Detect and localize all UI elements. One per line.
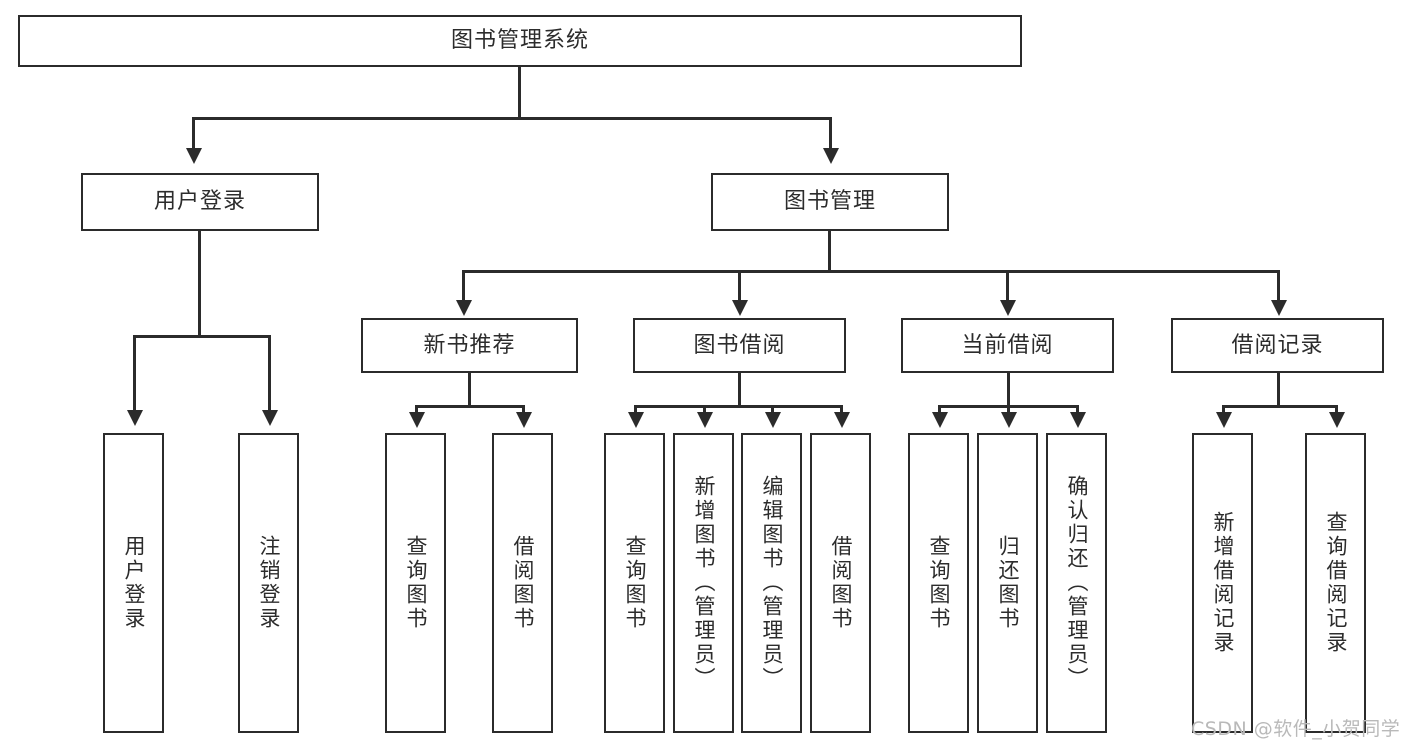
- node-borrow-record[interactable]: 借阅记录: [1171, 318, 1384, 373]
- arrowhead-current-borrow-leaf-3: [1070, 412, 1086, 428]
- arrowhead-book-borrow-leaf-1: [628, 412, 644, 428]
- arrowhead-book-mgmt-child-2: [732, 300, 748, 316]
- node-root-system[interactable]: 图书管理系统: [18, 15, 1022, 67]
- arrowhead-new-book-leaf-1: [409, 412, 425, 428]
- node-book-borrow[interactable]: 图书借阅: [633, 318, 846, 373]
- node-label: 查询图书: [623, 535, 647, 631]
- leaf-book-borrow-borrow[interactable]: 借阅图书: [810, 433, 871, 733]
- leaf-book-borrow-query[interactable]: 查询图书: [604, 433, 665, 733]
- connector-book-mgmt-drop-4: [1277, 270, 1280, 303]
- node-label: 编辑图书（管理员）: [760, 475, 784, 691]
- connector-current-borrow-stem: [1007, 373, 1010, 405]
- connector-root-bar: [192, 117, 832, 120]
- node-label: 借阅图书: [829, 535, 853, 631]
- connector-book-borrow-stem: [738, 373, 741, 405]
- leaf-user-login-logout[interactable]: 注销登录: [238, 433, 299, 733]
- arrowhead-user-login-leaf-2: [262, 410, 278, 426]
- node-label: 用户登录: [122, 535, 146, 631]
- leaf-current-borrow-confirm[interactable]: 确认归还（管理员）: [1046, 433, 1107, 733]
- leaf-current-borrow-query[interactable]: 查询图书: [908, 433, 969, 733]
- leaf-new-book-borrow[interactable]: 借阅图书: [492, 433, 553, 733]
- leaf-book-borrow-add[interactable]: 新增图书（管理员）: [673, 433, 734, 733]
- connector-book-borrow-drop-1: [634, 405, 637, 417]
- arrowhead-book-mgmt-child-1: [456, 300, 472, 316]
- node-label: 新书推荐: [423, 332, 516, 358]
- node-label: 借阅图书: [511, 535, 535, 631]
- connector-borrow-record-bar: [1222, 405, 1338, 408]
- connector-book-mgmt-drop-2: [738, 270, 741, 303]
- leaf-book-borrow-edit[interactable]: 编辑图书（管理员）: [741, 433, 802, 733]
- connector-user-login-drop-1: [133, 335, 136, 413]
- arrowhead-current-borrow-leaf-1: [932, 412, 948, 428]
- arrowhead-book-mgmt-child-3: [1000, 300, 1016, 316]
- connector-current-borrow-drop-2: [1007, 405, 1010, 417]
- arrowhead-book-borrow-leaf-3: [765, 412, 781, 428]
- connector-new-book-drop-1: [415, 405, 418, 417]
- connector-current-borrow-drop-3: [1076, 405, 1079, 417]
- node-label: 归还图书: [996, 535, 1020, 631]
- connector-borrow-record-drop-1: [1222, 405, 1225, 417]
- node-label: 图书管理: [783, 189, 876, 215]
- connector-root-stem: [518, 67, 521, 117]
- connector-book-borrow-bar: [634, 405, 842, 408]
- node-label: 查询借阅记录: [1324, 511, 1348, 655]
- connector-book-borrow-drop-2: [703, 405, 706, 417]
- connector-current-borrow-drop-1: [938, 405, 941, 417]
- arrowhead-new-book-leaf-2: [516, 412, 532, 428]
- connector-book-borrow-drop-4: [840, 405, 843, 417]
- node-label: 新增借阅记录: [1211, 511, 1235, 655]
- connector-root-to-book-mgmt: [829, 117, 832, 151]
- node-current-borrow[interactable]: 当前借阅: [901, 318, 1114, 373]
- node-label: 借阅记录: [1231, 332, 1324, 358]
- node-label: 确认归还（管理员）: [1065, 475, 1089, 691]
- node-label: 查询图书: [927, 535, 951, 631]
- connector-book-mgmt-stem: [828, 231, 831, 270]
- connector-user-login-bar: [133, 335, 271, 338]
- arrowhead-current-borrow-leaf-2: [1001, 412, 1017, 428]
- connector-book-mgmt-drop-3: [1006, 270, 1009, 303]
- arrowhead-root-to-user-login: [186, 148, 202, 164]
- connector-user-login-stem: [198, 231, 201, 335]
- node-label: 图书借阅: [693, 332, 786, 358]
- arrowhead-book-borrow-leaf-2: [697, 412, 713, 428]
- arrowhead-book-mgmt-child-4: [1271, 300, 1287, 316]
- connector-book-mgmt-drop-1: [462, 270, 465, 303]
- node-book-management[interactable]: 图书管理: [711, 173, 949, 231]
- arrowhead-borrow-record-leaf-2: [1329, 412, 1345, 428]
- arrowhead-root-to-book-mgmt: [823, 148, 839, 164]
- connector-new-book-drop-2: [522, 405, 525, 417]
- leaf-borrow-record-query[interactable]: 查询借阅记录: [1305, 433, 1366, 733]
- connector-borrow-record-stem: [1277, 373, 1280, 405]
- node-user-login[interactable]: 用户登录: [81, 173, 319, 231]
- leaf-new-book-query[interactable]: 查询图书: [385, 433, 446, 733]
- arrowhead-user-login-leaf-1: [127, 410, 143, 426]
- leaf-borrow-record-add[interactable]: 新增借阅记录: [1192, 433, 1253, 733]
- node-new-book-recommend[interactable]: 新书推荐: [361, 318, 578, 373]
- connector-root-to-user-login: [192, 117, 195, 151]
- connector-new-book-bar: [415, 405, 525, 408]
- node-label: 查询图书: [404, 535, 428, 631]
- node-label: 图书管理系统: [450, 28, 589, 54]
- node-label: 当前借阅: [961, 332, 1054, 358]
- node-label: 新增图书（管理员）: [692, 475, 716, 691]
- node-label: 注销登录: [257, 535, 281, 631]
- connector-user-login-drop-2: [268, 335, 271, 413]
- arrowhead-book-borrow-leaf-4: [834, 412, 850, 428]
- leaf-current-borrow-return[interactable]: 归还图书: [977, 433, 1038, 733]
- node-label: 用户登录: [153, 189, 246, 215]
- connector-borrow-record-drop-2: [1335, 405, 1338, 417]
- arrowhead-borrow-record-leaf-1: [1216, 412, 1232, 428]
- connector-book-mgmt-bar: [462, 270, 1280, 273]
- leaf-user-login-login[interactable]: 用户登录: [103, 433, 164, 733]
- connector-new-book-stem: [468, 373, 471, 405]
- watermark-text: CSDN @软件_小贺同学: [1191, 718, 1401, 740]
- connector-book-borrow-drop-3: [771, 405, 774, 417]
